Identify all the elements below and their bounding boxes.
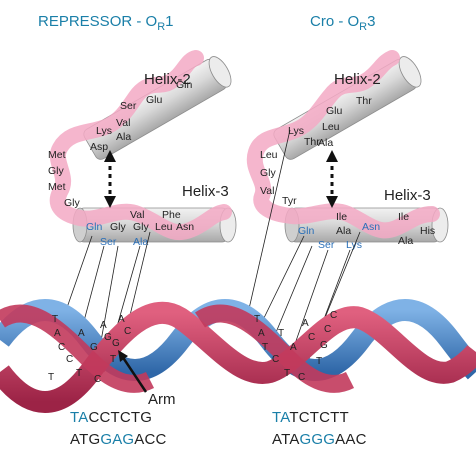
base-left: T [110,354,116,365]
base-right: C [308,332,315,343]
rep-h3-res-3: Gly [110,221,127,233]
base-right: C [272,354,279,365]
cro-linker-3: Val [260,185,274,197]
right-title: Cro - OR3 [310,13,375,33]
seq-right-bottom: ATAGGGAAC [272,431,367,448]
rep-h3-contact-2: Ser [100,236,117,248]
rep-linker-4: Gly [64,197,81,209]
cro-helix2-cylinder [273,56,422,160]
arm-label: Arm [148,391,176,408]
cro-h3-contact-2: Asn [362,221,380,233]
base-right: C [298,372,305,383]
base-right: T [284,368,290,379]
cro-h3-res-1: Ile [336,211,347,223]
rep-h3-contact-3: Ala [133,236,148,248]
left-title: REPRESSOR - OR1 [38,13,173,33]
base-right: A [258,328,265,339]
dna-double-helix [0,299,476,413]
repressor-ribbon [49,50,232,240]
cro-linker-2: Gly [260,167,277,179]
base-left: A [54,328,61,339]
rep-linker-2: Gly [48,165,65,177]
rep-h3-res-1: Val [130,209,144,221]
cro-h3-res-4: Ala [398,235,413,247]
seq-right-top: TATCTCTT [272,409,349,426]
seq-left-bottom: ATGGAGACC [70,431,167,448]
cro-h3-res-2: Ile [398,211,409,223]
cro-linker-4: Tyr [282,195,297,207]
cro-structure: Lys Thr Leu Glu Thr Ala Helix-2 Leu Gly … [245,50,449,373]
base-left: G [112,338,120,349]
rep-h3-res-4: Gly [133,221,150,233]
cro-ribbon [246,50,440,239]
arm-arrowhead [118,350,128,362]
base-right: A [290,342,297,353]
cro-arrowhead-up [326,150,338,162]
rep-arrowhead-down [104,196,116,208]
base-left: C [58,342,65,353]
cro-arrowhead-down [326,196,338,208]
rep-linker-1: Met [48,149,66,161]
cro-h3-contact-3: Ser [318,239,335,251]
base-right: T [316,356,322,367]
repressor-structure: Lys Asp Val Ser Glu Gln Ala Helix-2 Met … [48,50,237,373]
base-left: T [76,368,82,379]
base-right: C [330,310,337,321]
rep-linker-3: Met [48,181,66,193]
rep-h2-res-6: Gln [176,79,193,91]
cro-h3-contact-4: Lys [346,239,362,251]
cro-h3-contact-1: Gln [298,225,315,237]
rep-helix3-label: Helix-3 [182,183,229,200]
rep-h3-res-2: Phe [162,209,181,221]
rep-h2-res-7: Ala [116,131,131,143]
cro-linker-1: Leu [260,149,278,161]
rep-h3-res-5: Leu [155,221,173,233]
base-left: T [52,314,58,325]
cro-h2-res-5: Thr [356,95,372,107]
cro-h2-res-4: Glu [326,105,343,117]
base-left: C [66,354,73,365]
cro-h2-res-6: Ala [318,137,333,149]
rep-helix2-label: Helix-2 [144,71,191,88]
cro-helix3-label: Helix-3 [384,187,431,204]
cro-h2-res-2: Thr [304,136,320,148]
seq-left-top: TACCTCTG [70,409,152,426]
cro-h3-res-5: His [420,225,435,237]
rep-h2-res-3: Val [116,117,130,129]
base-left: A [118,314,125,325]
rep-h2-res-5: Glu [146,94,163,106]
dna-bases-right: T A T C T C T G T A A C C C [254,310,337,383]
arm-annotation: Arm [118,350,176,408]
base-left: A [78,328,85,339]
base-right: T [262,342,268,353]
rep-h3-res-6: Asn [176,221,194,233]
base-right: G [320,340,328,351]
rep-arrowhead-up [104,150,116,162]
base-left: A [100,320,107,331]
base-left: C [94,374,101,385]
rep-h2-res-4: Ser [120,100,137,112]
base-right: A [302,318,309,329]
base-right: T [254,314,260,325]
rep-h3-contact-1: Gln [86,221,103,233]
cro-h2-res-3: Leu [322,121,340,133]
base-left: T [48,372,54,383]
rep-h2-res-2: Asp [90,141,108,153]
cro-h3-res-3: Ala [336,225,351,237]
base-right: C [324,324,331,335]
base-right: T [278,328,284,339]
cro-helix2-label: Helix-2 [334,71,381,88]
cro-h2-res-1: Lys [288,125,304,137]
base-left: G [104,332,112,343]
rep-h2-res-1: Lys [96,125,112,137]
base-left: C [124,326,131,337]
dna-bases-left: T A C C T C T G A G A G A C T [48,314,131,385]
arm-arrow-line [120,355,148,393]
base-left: G [90,342,98,353]
